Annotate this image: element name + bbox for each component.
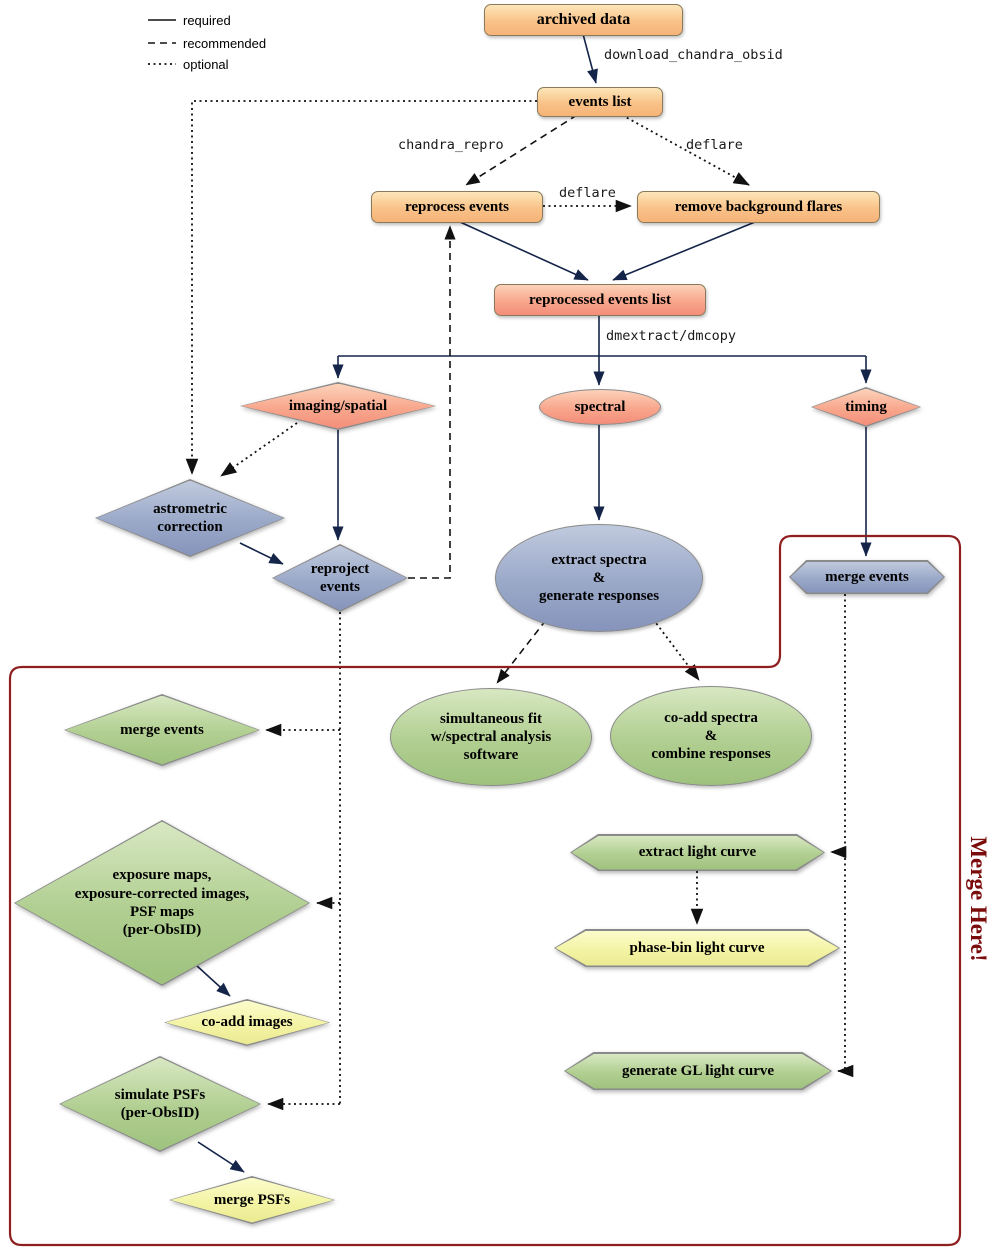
node-remove-background-flares[interactable]: remove background flares	[637, 191, 880, 223]
legend-label-required: required	[183, 13, 231, 28]
node-generate-gl-light-curve[interactable]: generate GL light curve	[564, 1052, 832, 1090]
node-spectral[interactable]: spectral	[539, 389, 661, 425]
diamond-fill	[165, 1000, 329, 1045]
diamond-fill	[96, 480, 284, 556]
node-reprocess-events[interactable]: reprocess events	[371, 191, 543, 223]
diamond-fill	[273, 545, 407, 611]
node-extract-spectra[interactable]: extract spectra & generate responses	[495, 524, 703, 632]
edge-label-download-chandra-obsid: download_chandra_obsid	[604, 47, 783, 63]
hexagon-fill	[571, 835, 824, 870]
node-archived-data[interactable]: archived data	[484, 4, 683, 36]
node-simulate-psfs[interactable]: simulate PSFs (per-ObsID)	[59, 1056, 261, 1152]
diamond-fill	[65, 695, 259, 765]
legend-label-recommended: recommended	[183, 36, 267, 51]
diamond-fill	[812, 388, 920, 426]
node-coadd-spectra[interactable]: co-add spectra & combine responses	[610, 686, 812, 786]
diamond-fill	[170, 1177, 334, 1223]
hexagon-fill	[565, 1053, 831, 1089]
node-phase-bin-light-curve[interactable]: phase-bin light curve	[554, 929, 840, 967]
hexagon-fill	[555, 930, 839, 966]
legend-label-optional: optional	[183, 57, 229, 72]
node-merge-psfs[interactable]: merge PSFs	[169, 1176, 335, 1224]
node-astrometric-correction[interactable]: astrometric correction	[95, 479, 285, 557]
node-extract-light-curve[interactable]: extract light curve	[570, 834, 825, 871]
node-imaging-spatial[interactable]: imaging/spatial	[240, 382, 436, 430]
diamond-fill	[241, 383, 435, 429]
edge-label-chandra-repro: chandra_repro	[398, 137, 504, 153]
node-merge-events-timing[interactable]: merge events	[789, 560, 945, 594]
node-simultaneous-fit[interactable]: simultaneous fit w/spectral analysis sof…	[390, 688, 592, 786]
optional-edges	[185, 100, 854, 1111]
merge-here-annotation: Merge Here!	[966, 836, 991, 962]
required-edges	[184, 33, 872, 1173]
node-reprocessed-events-list[interactable]: reprocessed events list	[494, 284, 706, 316]
edge-label-dmextract-dmcopy: dmextract/dmcopy	[606, 328, 737, 344]
edge-label-deflare-between: deflare	[559, 185, 616, 201]
hexagon-fill	[790, 561, 944, 593]
node-timing[interactable]: timing	[811, 387, 921, 427]
node-exposure-maps[interactable]: exposure maps, exposure-corrected images…	[14, 820, 310, 986]
diamond-fill	[15, 821, 309, 985]
node-coadd-images[interactable]: co-add images	[164, 999, 330, 1046]
recommended-edges	[408, 114, 578, 684]
merge-region-outline	[8, 534, 962, 1247]
node-merge-events-imaging[interactable]: merge events	[64, 694, 260, 766]
node-events-list[interactable]: events list	[537, 87, 663, 117]
diamond-fill	[60, 1057, 260, 1151]
node-reproject-events[interactable]: reproject events	[272, 544, 408, 612]
edge-label-deflare-optional: deflare	[686, 137, 743, 153]
